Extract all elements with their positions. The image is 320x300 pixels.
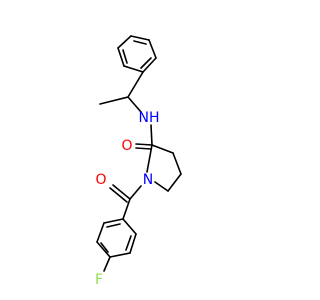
bond	[122, 218, 137, 235]
bond	[130, 35, 150, 41]
bond	[127, 96, 142, 113]
bond	[96, 222, 105, 243]
bond	[151, 144, 174, 154]
bond	[135, 147, 152, 150]
bond	[117, 47, 125, 67]
chemical-structure: NH O N O F	[95, 35, 182, 288]
bond	[103, 218, 124, 224]
bond	[106, 223, 121, 228]
bond	[100, 242, 109, 253]
bond	[103, 256, 111, 272]
atom-label-o-amide: O	[121, 138, 132, 154]
bond	[148, 39, 157, 59]
fluorophenyl-ring	[96, 198, 137, 258]
bond	[112, 184, 131, 200]
bond	[142, 57, 157, 73]
pyrrolidine-ring	[146, 144, 182, 192]
bond	[109, 252, 131, 258]
bond	[140, 57, 152, 69]
bond	[127, 71, 144, 98]
atom-label-o-ketone: O	[95, 172, 106, 188]
bond	[123, 65, 144, 73]
bond	[154, 181, 169, 192]
bond	[122, 49, 128, 64]
bond	[133, 40, 147, 45]
bond	[125, 235, 132, 251]
bond	[172, 152, 182, 175]
bond	[122, 198, 131, 220]
phenyl-ring	[117, 35, 157, 73]
bond	[135, 143, 153, 146]
bond	[146, 144, 153, 173]
bond	[117, 35, 132, 49]
bond	[129, 185, 142, 200]
bond	[109, 187, 128, 203]
bond	[167, 173, 182, 192]
bond	[96, 241, 111, 258]
atom-label-n-ring: N	[143, 172, 153, 188]
atom-label-nh: NH	[139, 110, 160, 126]
bond	[150, 124, 153, 146]
bond	[99, 96, 129, 105]
bond	[129, 233, 137, 254]
atom-label-f: F	[95, 272, 103, 288]
